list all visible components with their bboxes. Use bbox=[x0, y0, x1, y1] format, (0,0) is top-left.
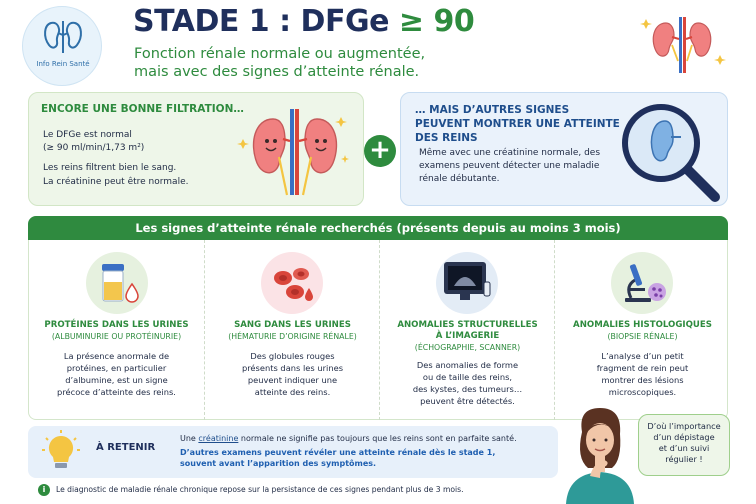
key-takeaway-label: À RETENIR bbox=[96, 442, 156, 453]
logo-text: Info Rein Santé bbox=[36, 60, 90, 68]
footer-note: Le diagnostic de maladie rénale chroniqu… bbox=[56, 485, 464, 494]
sign-blood-desc-3: peuvent indiquer une bbox=[247, 375, 338, 385]
other-signs-text: Même avec une créatinine normale, des ex… bbox=[419, 148, 601, 184]
good-filtration-line-2: (≥ 90 ml/min/1,73 m²) bbox=[43, 143, 145, 153]
bubble-line-1: D’où l’importance bbox=[647, 421, 721, 431]
sign-histology-title: ANOMALIES HISTOLOGIQUES bbox=[573, 320, 712, 330]
good-filtration-line-1: Le DFGe est normal bbox=[43, 130, 132, 140]
microscope-icon bbox=[611, 252, 673, 314]
info-icon: i bbox=[38, 484, 50, 496]
sign-histology-subtitle: (BIOPSIE RÉNALE) bbox=[607, 332, 678, 341]
good-filtration-line-4: La créatinine peut être normale. bbox=[43, 177, 189, 187]
signs-panel: PROTÉINES DANS LES URINES (ALBUMINURIE O… bbox=[28, 240, 728, 420]
sign-proteins-desc-4: précoce d’atteinte des reins. bbox=[57, 387, 176, 397]
plus-icon: + bbox=[364, 135, 396, 167]
magnifier-kidney-icon bbox=[622, 104, 720, 202]
good-filtration-card: ENCORE UNE BONNE FILTRATION… Le DFGe est… bbox=[28, 92, 364, 206]
bubble-line-3: et d’un suivi bbox=[658, 443, 710, 453]
sign-blood-desc-1: Des globules rouges bbox=[250, 351, 335, 361]
sign-blood-title: SANG DANS LES URINES bbox=[234, 320, 351, 330]
happy-kidneys-icon bbox=[237, 109, 349, 196]
kidneys-illustration-icon bbox=[640, 17, 726, 73]
sign-imaging-desc-4: peuvent être détectés. bbox=[420, 396, 515, 406]
creatinine-link[interactable]: créatinine bbox=[198, 434, 239, 443]
sign-imaging-desc-2: ou de taille des reins, bbox=[422, 372, 513, 382]
sign-blood-desc-2: présents dans les urines bbox=[241, 363, 344, 373]
key-takeaway-box: À RETENIR Une créatinine normale ne sign… bbox=[28, 426, 558, 478]
bubble-line-2: d’un dépistage bbox=[653, 432, 715, 442]
sign-proteins-title: PROTÉINES DANS LES URINES bbox=[44, 320, 189, 330]
blood-cells-icon bbox=[261, 252, 323, 314]
ultrasound-icon bbox=[436, 252, 498, 314]
kidney-logo-icon bbox=[44, 21, 82, 53]
sign-proteins: PROTÉINES DANS LES URINES (ALBUMINURIE O… bbox=[29, 240, 204, 420]
sign-imaging: ANOMALIES STRUCTURELLES À L’IMAGERIE (ÉC… bbox=[379, 240, 554, 420]
other-signs-heading: … MAIS D’AUTRES SIGNES PEUVENT MONTRER U… bbox=[415, 104, 620, 144]
sign-histology-desc-2: fragment de rein peut bbox=[596, 363, 689, 373]
sign-histology: ANOMALIES HISTOLOGIQUES (BIOPSIE RÉNALE)… bbox=[554, 240, 729, 420]
key-takeaway-line-1-b: normale ne signifie pas toujours que les… bbox=[238, 434, 517, 443]
other-signs-card: … MAIS D’AUTRES SIGNES PEUVENT MONTRER U… bbox=[400, 92, 728, 206]
lightbulb-icon bbox=[42, 430, 80, 468]
key-takeaway-line-1-a: Une bbox=[180, 434, 199, 443]
subtitle-line-2: mais avec des signes d’atteinte rénale. bbox=[134, 64, 420, 80]
sign-imaging-desc-3: des kystes, des tumeurs… bbox=[412, 384, 523, 394]
woman-thinking-icon bbox=[566, 408, 634, 504]
sign-blood-desc-4: atteinte des reins. bbox=[254, 387, 331, 397]
key-takeaway-line-2: D’autres examens peuvent révéler une att… bbox=[180, 448, 496, 468]
page-title: STADE 1 : DFGe ≥ 90 bbox=[133, 4, 475, 39]
key-takeaway-line-1: Une créatinine normale ne signifie pas t… bbox=[180, 434, 517, 443]
sign-blood-subtitle: (HÉMATURIE D’ORIGINE RÉNALE) bbox=[228, 332, 357, 341]
sign-histology-desc-4: microscopiques. bbox=[608, 387, 677, 397]
sign-imaging-title-1: ANOMALIES STRUCTURELLES bbox=[397, 320, 538, 330]
page-subtitle: Fonction rénale normale ou augmentée, ma… bbox=[134, 45, 514, 81]
sign-proteins-desc-1: La présence anormale de bbox=[63, 351, 170, 361]
bubble-line-4: régulier ! bbox=[665, 454, 703, 464]
sign-imaging-subtitle: (ÉCHOGRAPHIE, SCANNER) bbox=[414, 343, 521, 352]
urine-cup-icon bbox=[85, 252, 148, 314]
signs-banner: Les signes d’atteinte rénale recherchés … bbox=[28, 216, 728, 240]
sign-proteins-desc-2: protéines, en particulier bbox=[66, 363, 167, 373]
sign-proteins-subtitle: (ALBUMINURIE OU PROTÉINURIE) bbox=[51, 332, 182, 341]
title-value: ≥ 90 bbox=[398, 4, 475, 39]
sign-histology-desc-1: L’analyse d’un petit bbox=[601, 351, 684, 361]
speech-bubble: D’où l’importance d’un dépistage et d’un… bbox=[638, 414, 730, 476]
title-prefix: STADE 1 : DFGe bbox=[133, 4, 389, 39]
sign-imaging-title-2: À L’IMAGERIE bbox=[435, 331, 500, 341]
sign-proteins-desc-3: d’albumine, est un signe bbox=[65, 375, 168, 385]
good-filtration-heading: ENCORE UNE BONNE FILTRATION… bbox=[41, 103, 244, 115]
sign-histology-desc-3: montrer des lésions bbox=[601, 375, 684, 385]
subtitle-line-1: Fonction rénale normale ou augmentée, bbox=[134, 46, 426, 62]
sign-imaging-desc-1: Des anomalies de forme bbox=[416, 360, 519, 370]
sign-blood: SANG DANS LES URINES (HÉMATURIE D’ORIGIN… bbox=[204, 240, 379, 420]
logo: Info Rein Santé bbox=[22, 6, 102, 86]
good-filtration-line-3: Les reins filtrent bien le sang. bbox=[43, 163, 177, 173]
